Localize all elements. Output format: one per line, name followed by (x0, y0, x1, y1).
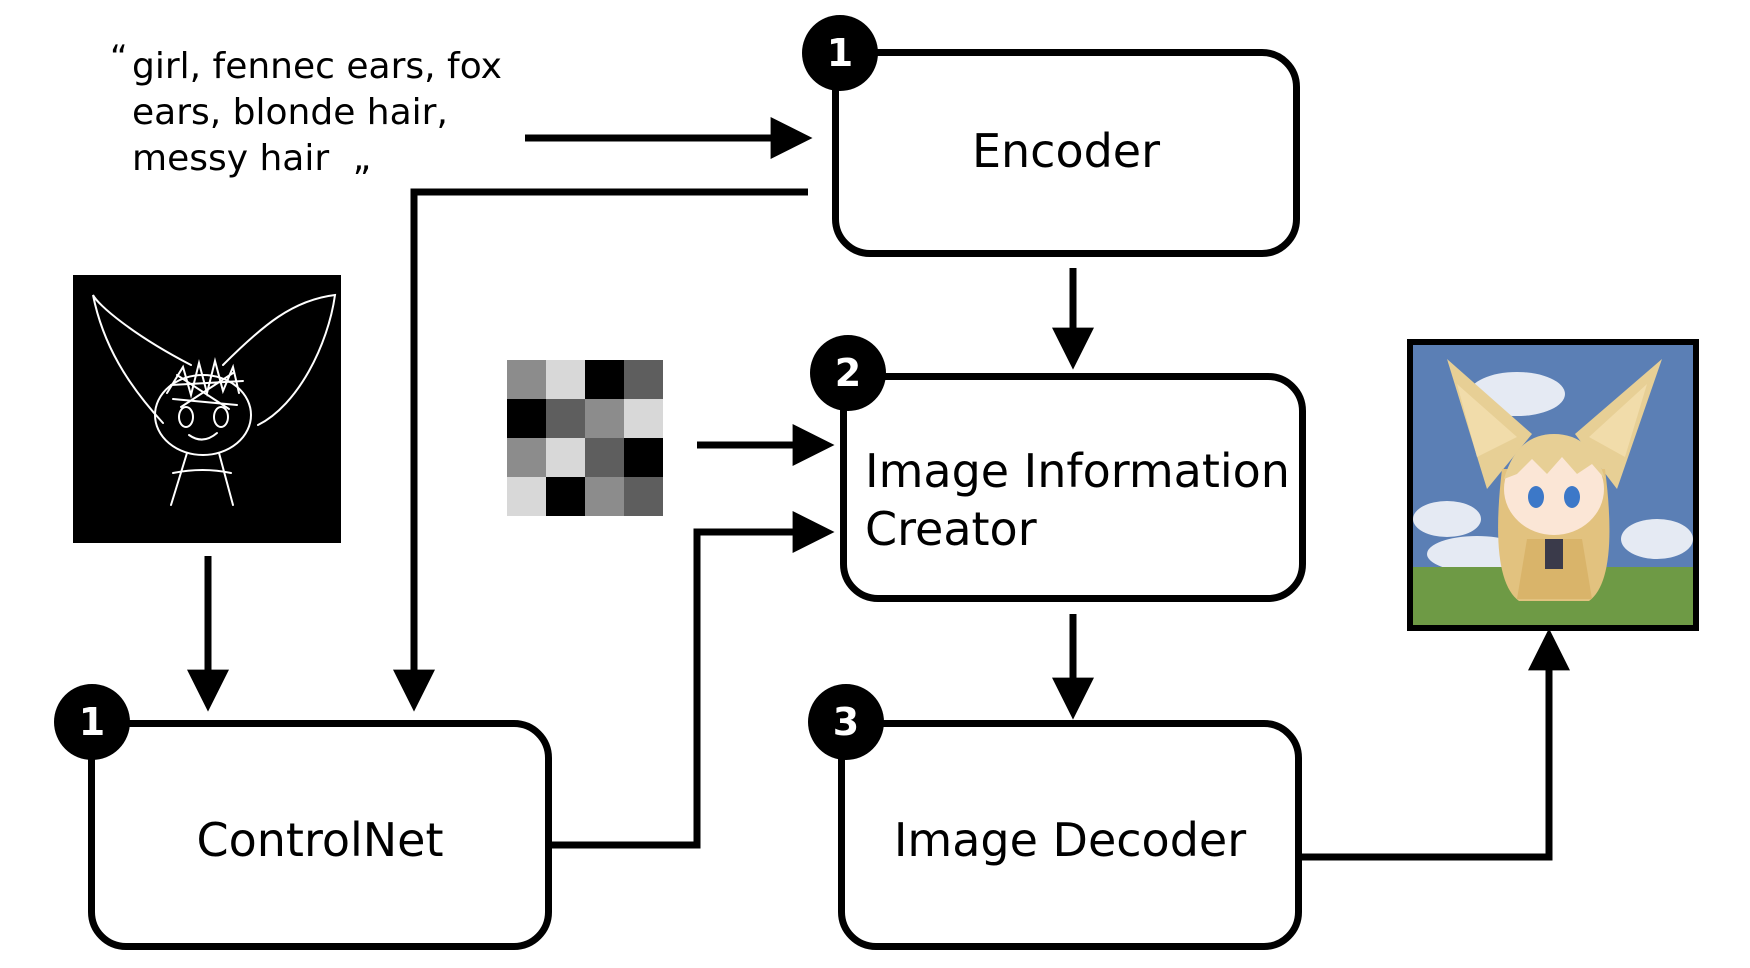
noise-cell (507, 399, 546, 438)
noise-cell (507, 438, 546, 477)
noise-cell (585, 438, 624, 477)
controlnet-box: ControlNet (88, 720, 552, 950)
prompt-line: messy hair „ (132, 136, 502, 182)
noise-cell (546, 477, 585, 516)
arrow-encoder-to-controlnet (393, 188, 808, 712)
prompt-open-quote: “ (110, 38, 128, 78)
creator-label-line: Creator (865, 502, 1037, 556)
noise-cell (624, 438, 663, 477)
arrow-decoder-to-output (1295, 628, 1570, 861)
noise-cell (546, 399, 585, 438)
step-badge-decoder: 3 (808, 684, 884, 760)
creator-label-line: Image Information (865, 444, 1290, 498)
noise-cell (507, 360, 546, 399)
text-prompt: girl, fennec ears, fox ears, blonde hair… (132, 44, 502, 182)
generated-output-image (1407, 339, 1699, 631)
arrow-controlnet-to-creator (551, 511, 835, 849)
encoder-box: Encoder (832, 49, 1300, 257)
controlnet-label: ControlNet (196, 813, 444, 867)
prompt-line-text: messy hair (132, 138, 330, 179)
prompt-line: ears, blonde hair, (132, 92, 448, 133)
noise-cell (585, 399, 624, 438)
image-information-creator-box: Image Information Creator (840, 373, 1306, 602)
noise-cell (624, 360, 663, 399)
noise-cell (585, 360, 624, 399)
noise-cell (624, 399, 663, 438)
encoder-label: Encoder (971, 124, 1161, 178)
sketch-input-image (73, 275, 341, 543)
step-badge-encoder: 1 (802, 15, 878, 91)
noise-latent-grid (507, 360, 663, 516)
noise-cell (624, 477, 663, 516)
step-badge-controlnet: 1 (54, 684, 130, 760)
noise-cell (585, 477, 624, 516)
step-badge-creator: 2 (810, 335, 886, 411)
image-decoder-box: Image Decoder (838, 720, 1302, 950)
prompt-line: girl, fennec ears, fox (132, 46, 502, 87)
noise-cell (507, 477, 546, 516)
prompt-close-quote: „ (352, 138, 372, 179)
noise-cell (546, 438, 585, 477)
noise-cell (546, 360, 585, 399)
decoder-label: Image Decoder (893, 813, 1247, 867)
